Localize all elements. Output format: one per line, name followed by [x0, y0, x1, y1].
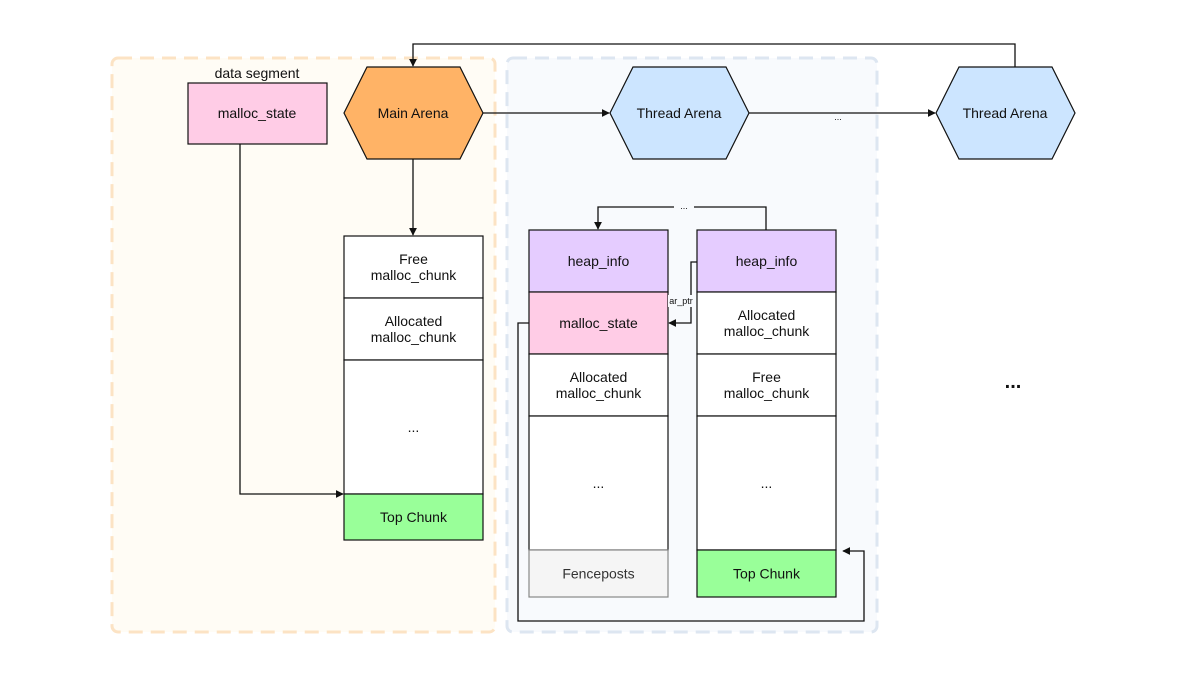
thread-heap-1-cell-2: [528, 291, 669, 355]
main-heap-cell-1: [343, 235, 484, 299]
thread-heap-2-cell-2-text-2: malloc_chunk: [724, 323, 811, 339]
thread-heap-2-cell-4-text-1: ...: [761, 475, 773, 491]
main-heap-cell-1-text-1: Free: [399, 251, 428, 267]
thread-heap-1-cell-3: [528, 353, 669, 417]
thread-heap-2-cell-3-text-2: malloc_chunk: [724, 385, 811, 401]
main-heap-cell-3-text-1: ...: [408, 419, 420, 435]
main-heap-cell-2-text-2: malloc_chunk: [371, 329, 458, 345]
main-heap-cell-2-text-1: Allocated: [385, 313, 443, 329]
thread-heap-1-cell-1-text-1: heap_info: [568, 253, 630, 269]
thread-arena-label-1: Thread Arena: [637, 105, 722, 121]
thread-heap-1-cell-2-text-1: malloc_state: [559, 315, 638, 331]
thread-heap-2-cell-2-text-1: Allocated: [738, 307, 796, 323]
thread-heap-2-cell-4: [696, 415, 837, 551]
ar-ptr-arrow: [668, 261, 697, 327]
thread-heap-2-cell-1-text-1: heap_info: [736, 253, 798, 269]
thread-heap-2-cell-5: [696, 549, 837, 598]
arena-wraparound-link: [409, 43, 1016, 67]
thread-heap-2-cell-3-text-1: Free: [752, 369, 781, 385]
thread-heap-1-cell-5: [528, 549, 669, 598]
thread-heap-1-cell-5-text-1: Fenceposts: [562, 566, 634, 582]
heap-link-ellipsis: ...: [680, 201, 688, 211]
ar-ptr-label: ar_ptr: [669, 296, 693, 306]
thread-heap-2-cell-5-text-1: Top Chunk: [733, 566, 801, 582]
thread-heap-1-cell-3-text-2: malloc_chunk: [556, 385, 643, 401]
ar-ptr-label-bg: [668, 295, 694, 307]
main-arena-label: Main Arena: [378, 105, 449, 121]
malloc-state-to-top-chunk-arrow: [239, 144, 344, 498]
thread-heap-1: heap_info malloc_stateAllocatedmalloc_chu…: [528, 229, 669, 598]
more-arenas-ellipsis: ...: [1005, 371, 1022, 393]
thread-arena-node-1: [609, 66, 750, 160]
main-heap-cell-4: [343, 493, 484, 541]
main-heap-cell-1-text-2: malloc_chunk: [371, 267, 458, 283]
data-segment-label: data segment: [215, 65, 300, 81]
main-heap-cell-3: [343, 359, 484, 495]
thread-heap-1-cell-3-text-1: Allocated: [570, 369, 628, 385]
arena-link-ellipsis: ...: [834, 112, 842, 122]
thread-heap-2: heap_infoAllocatedmalloc_chunkFreemalloc…: [696, 229, 837, 598]
main-heap-cell-2: [343, 297, 484, 361]
global-malloc-state-label: malloc_state: [218, 105, 297, 121]
thread-heap-1-cell-1: [528, 229, 669, 293]
thread-heap-1-cell-4-text-1: ...: [593, 475, 605, 491]
main-arena-node: [343, 66, 484, 160]
main-heap: Freemalloc_chunkAllocatedmalloc_chunk...…: [343, 235, 484, 541]
heap-link-ellipsis-bg: [674, 201, 694, 211]
thread-malloc-state-to-top-chunk-arrow: [517, 322, 865, 622]
thread-heap-1-cell-4: [528, 415, 669, 551]
thread-heap-2-cell-1: [696, 229, 837, 293]
thread-arena-node-2: [935, 66, 1076, 160]
main-heap-cell-4-text-1: Top Chunk: [380, 509, 448, 525]
thread-arena-label-2: Thread Arena: [963, 105, 1048, 121]
global-malloc-state-box: [187, 82, 328, 145]
